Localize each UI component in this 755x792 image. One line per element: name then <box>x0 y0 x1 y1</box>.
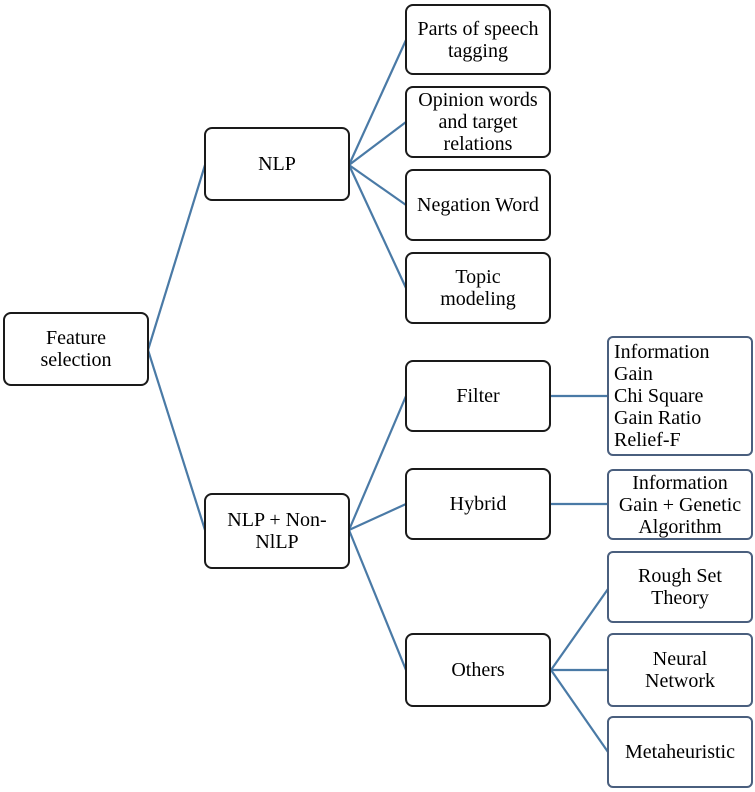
node-metaheuristic: Metaheuristic <box>607 716 753 788</box>
node-rough-set-theory: Rough Set Theory <box>607 551 753 623</box>
node-label: NLP + Non- NlLP <box>227 509 327 553</box>
node-label: Negation Word <box>417 194 539 216</box>
node-opinion-words: Opinion words and target relations <box>405 86 551 158</box>
node-label: NLP <box>258 153 296 175</box>
edge-nlp-negation <box>348 164 407 206</box>
edge-others-rough <box>550 588 609 671</box>
node-label: Parts of speech tagging <box>417 17 539 62</box>
node-filter-methods: Information Gain Chi Square Gain Ratio R… <box>607 336 753 456</box>
node-topic-modeling: Topic modeling <box>405 252 551 324</box>
node-filter: Filter <box>405 360 551 432</box>
node-negation-word: Negation Word <box>405 169 551 241</box>
node-label: Others <box>451 659 505 681</box>
node-nlp: NLP <box>204 127 350 201</box>
edge-others-meta <box>550 669 609 753</box>
node-label: Information Gain Chi Square Gain Ratio R… <box>614 341 710 451</box>
node-others: Others <box>405 633 551 707</box>
edge-root-nlp-nonnlp <box>146 349 207 531</box>
edge-nlp-pos <box>347 39 408 166</box>
node-nlp-non-nlp: NLP + Non- NlLP <box>204 493 350 569</box>
node-feature-selection: Feature selection <box>3 312 149 386</box>
node-label: Information Gain + Genetic Algorithm <box>618 471 742 538</box>
node-label: Filter <box>456 385 500 407</box>
node-label: Hybrid <box>449 493 507 515</box>
node-label: Neural Network <box>645 648 715 692</box>
node-label: Feature selection <box>40 327 112 371</box>
edge-nlp-opinion <box>348 121 407 166</box>
node-label: Opinion words and target relations <box>418 89 538 155</box>
edge-mixed-filter <box>347 395 408 531</box>
edge-mixed-hybrid <box>348 502 407 532</box>
node-hybrid: Hybrid <box>405 468 551 540</box>
edge-mixed-others <box>347 529 408 671</box>
node-label: Rough Set Theory <box>638 565 722 609</box>
node-neural-network: Neural Network <box>607 633 753 707</box>
edge-nlp-topic <box>348 164 407 289</box>
edge-root-nlp <box>146 164 207 351</box>
node-label: Topic modeling <box>440 266 516 310</box>
node-parts-of-speech-tagging: Parts of speech tagging <box>405 4 551 75</box>
node-hybrid-methods: Information Gain + Genetic Algorithm <box>607 469 753 540</box>
node-label: Metaheuristic <box>625 741 735 763</box>
